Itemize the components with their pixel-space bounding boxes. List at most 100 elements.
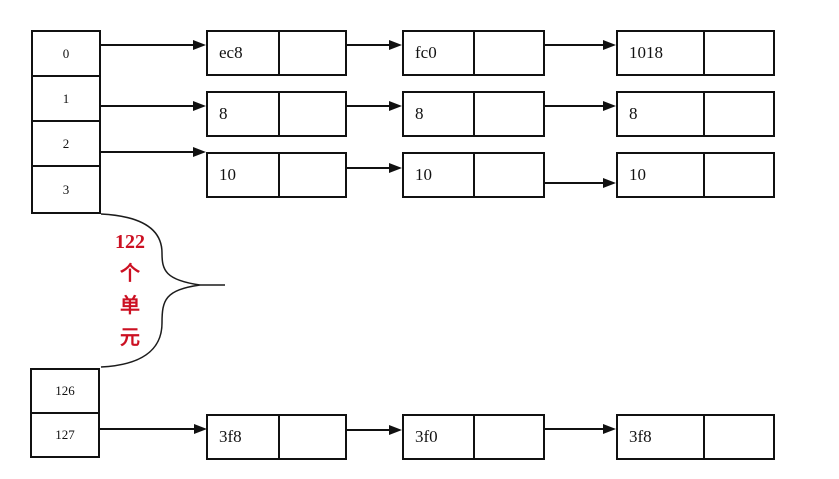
arrow-bin0-node1-to-node2 [347, 39, 402, 51]
node-value: 1018 [629, 43, 663, 62]
node-bin127-1: 3f8 [206, 414, 347, 460]
arrow-head-icon [603, 40, 616, 50]
arrow-bin1-node1-to-node2 [347, 100, 402, 112]
node-value-cell: 3f8 [208, 416, 280, 458]
node-value-cell: fc0 [404, 32, 475, 74]
node-value-cell: 10 [618, 154, 705, 196]
annotation-line: 个 [120, 263, 140, 285]
index-cell-127: 127 [32, 414, 98, 456]
node-value: 8 [415, 104, 424, 123]
arrow-bin2-node1-to-node2 [347, 162, 402, 174]
arrow-shaft [347, 167, 392, 169]
node-bin1-2: 8 [402, 91, 545, 137]
node-bin127-3: 3f8 [616, 414, 775, 460]
node-pointer-cell [705, 416, 773, 458]
arrow-head-icon [389, 425, 402, 435]
node-value-cell: 10 [208, 154, 280, 196]
arrow-head-icon [193, 101, 206, 111]
arrow-shaft [545, 182, 606, 184]
arrow-head-icon [603, 101, 616, 111]
node-bin0-1: ec8 [206, 30, 347, 76]
index-cell-label: 3 [62, 181, 70, 197]
node-value-cell: 8 [208, 93, 280, 135]
arrow-head-icon [194, 424, 207, 434]
node-pointer-cell [475, 32, 543, 74]
node-value: 8 [219, 104, 228, 123]
node-value-cell: 3f8 [618, 416, 705, 458]
arrow-bin1-node2-to-node3 [545, 100, 616, 112]
node-value-cell: 3f0 [404, 416, 475, 458]
arrow-bin0-node2-to-node3 [545, 39, 616, 51]
arrow-shaft [101, 151, 196, 153]
node-value-cell: 8 [618, 93, 705, 135]
index-cell-126: 126 [32, 370, 98, 414]
node-value: 3f8 [219, 427, 242, 446]
node-value: fc0 [415, 43, 437, 62]
node-pointer-cell [705, 93, 773, 135]
node-pointer-cell [705, 154, 773, 196]
arrow-bin127-to-node1 [100, 423, 207, 435]
arrow-bin0-to-node1 [101, 39, 206, 51]
arrow-bin2-node2-to-node3 [545, 177, 616, 189]
index-cell-label: 127 [55, 427, 75, 442]
node-value: 10 [219, 165, 236, 184]
node-value: 3f0 [415, 427, 438, 446]
arrow-shaft [545, 105, 606, 107]
arrow-head-icon [193, 147, 206, 157]
annotation-line: 单 [120, 295, 140, 317]
node-value-cell: ec8 [208, 32, 280, 74]
arrow-shaft [100, 428, 197, 430]
arrow-shaft [101, 44, 196, 46]
arrow-bin2-to-node1 [101, 146, 206, 158]
curly-brace-icon [100, 213, 225, 368]
index-cell-label: 1 [62, 90, 70, 106]
node-value-cell: 1018 [618, 32, 705, 74]
node-bin1-1: 8 [206, 91, 347, 137]
node-pointer-cell [280, 93, 345, 135]
node-value-cell: 10 [404, 154, 475, 196]
arrow-head-icon [603, 178, 616, 188]
arrow-head-icon [193, 40, 206, 50]
annotation-line: 元 [120, 327, 140, 349]
arrow-shaft [347, 44, 392, 46]
node-bin2-2: 10 [402, 152, 545, 198]
index-array-bottom: 126 127 [30, 368, 100, 458]
arrow-head-icon [389, 40, 402, 50]
index-cell-1: 1 [33, 77, 99, 122]
node-pointer-cell [705, 32, 773, 74]
node-value: 8 [629, 104, 638, 123]
node-pointer-cell [280, 32, 345, 74]
node-bin0-3: 1018 [616, 30, 775, 76]
index-cell-2: 2 [33, 122, 99, 167]
node-bin2-3: 10 [616, 152, 775, 198]
arrow-head-icon [389, 163, 402, 173]
node-pointer-cell [475, 154, 543, 196]
index-cell-label: 2 [62, 135, 70, 151]
node-pointer-cell [280, 416, 345, 458]
node-pointer-cell [475, 416, 543, 458]
arrow-shaft [545, 44, 606, 46]
index-cell-label: 0 [62, 45, 70, 61]
annotation-line: 122 [115, 231, 145, 253]
arrow-bin127-node1-to-node2 [347, 424, 402, 436]
arrow-shaft [347, 429, 392, 431]
index-cell-label: 126 [55, 383, 75, 398]
node-bin127-2: 3f0 [402, 414, 545, 460]
node-bin0-2: fc0 [402, 30, 545, 76]
arrow-head-icon [603, 424, 616, 434]
node-value: ec8 [219, 43, 243, 62]
index-array-top: 0 1 2 3 [31, 30, 101, 214]
arrow-head-icon [389, 101, 402, 111]
node-pointer-cell [475, 93, 543, 135]
node-value: 3f8 [629, 427, 652, 446]
node-bin2-1: 10 [206, 152, 347, 198]
arrow-bin127-node2-to-node3 [545, 423, 616, 435]
node-value-cell: 8 [404, 93, 475, 135]
arrow-shaft [101, 105, 196, 107]
arrow-bin1-to-node1 [101, 100, 206, 112]
node-bin1-3: 8 [616, 91, 775, 137]
annotation-122-units: 122 个 单 元 [104, 226, 156, 354]
index-cell-0: 0 [33, 32, 99, 77]
index-cell-3: 3 [33, 167, 99, 212]
